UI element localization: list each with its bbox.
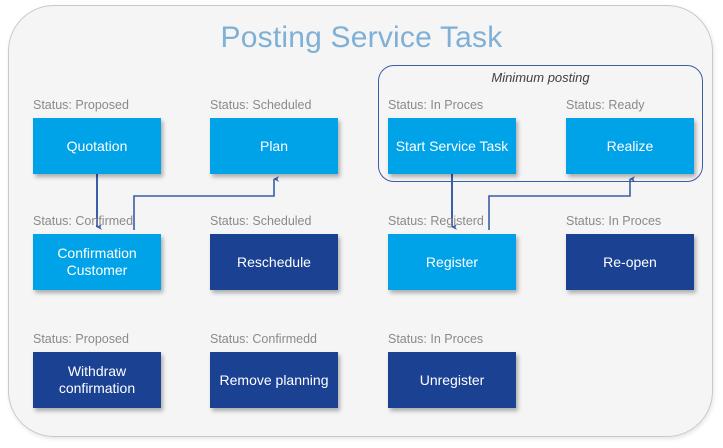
- minimum-posting-group-label: Minimum posting: [491, 70, 590, 85]
- node-realize[interactable]: Realize: [566, 118, 694, 174]
- status-label-unregister: Status: In Proces: [388, 332, 484, 346]
- node-remove-planning[interactable]: Remove planning: [210, 352, 338, 408]
- status-label-plan: Status: Scheduled: [210, 98, 312, 112]
- node-reschedule[interactable]: Reschedule: [210, 234, 338, 290]
- status-label-remove-planning: Status: Confirmedd: [210, 332, 317, 346]
- node-re-open[interactable]: Re-open: [566, 234, 694, 290]
- node-quotation[interactable]: Quotation: [33, 118, 161, 174]
- page-title: Posting Service Task: [220, 21, 503, 54]
- status-label-register: Status: Registerd: [388, 214, 484, 228]
- status-label-reschedule: Status: Scheduled: [210, 214, 312, 228]
- node-register[interactable]: Register: [388, 234, 516, 290]
- status-label-withdraw-confirmation: Status: Proposed: [33, 332, 129, 346]
- status-label-start-service-task: Status: In Proces: [388, 98, 484, 112]
- node-plan[interactable]: Plan: [210, 118, 338, 174]
- node-unregister[interactable]: Unregister: [388, 352, 516, 408]
- status-label-re-open: Status: In Proces: [566, 214, 662, 228]
- status-label-quotation: Status: Proposed: [33, 98, 129, 112]
- status-label-realize: Status: Ready: [566, 98, 645, 112]
- node-start-service-task[interactable]: Start Service Task: [388, 118, 516, 174]
- node-confirmation-customer[interactable]: Confirmation Customer: [33, 234, 161, 290]
- status-label-confirmation-customer: Status: Confirmed: [33, 214, 134, 228]
- node-withdraw-confirmation[interactable]: Withdraw confirmation: [33, 352, 161, 408]
